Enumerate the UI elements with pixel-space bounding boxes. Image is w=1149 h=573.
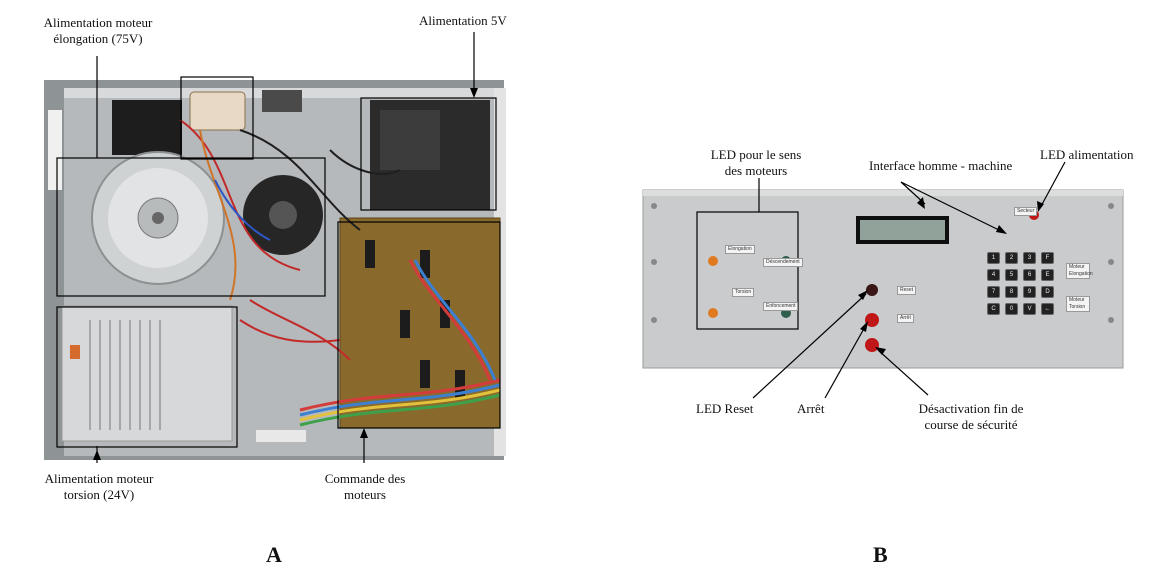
keypad-key[interactable]: 1	[987, 252, 1000, 264]
front-tag: Moteur Torsion	[1066, 296, 1090, 312]
keypad-key[interactable]: 3	[1023, 252, 1036, 264]
keypad-key[interactable]: 9	[1023, 286, 1036, 298]
label-line: Alimentation moteur	[44, 471, 154, 486]
keypad-key[interactable]: 6	[1023, 269, 1036, 281]
label-line: des moteurs	[724, 163, 788, 178]
label-commande-moteurs: Commande des moteurs	[320, 471, 410, 503]
keypad-key[interactable]: D	[1041, 286, 1054, 298]
label-line: torsion (24V)	[63, 487, 135, 502]
label-alimentation-elongation: Alimentation moteur élongation (75V)	[33, 15, 163, 47]
label-arret: Arrêt	[797, 401, 825, 416]
keypad-key[interactable]: E	[1041, 269, 1054, 281]
keypad-key[interactable]: ←	[1041, 303, 1054, 315]
front-tag: Déscendement	[763, 258, 803, 267]
front-tag: Arrêt	[897, 314, 914, 323]
keypad-key[interactable]: 0	[1005, 303, 1018, 315]
callout-lines-b	[752, 161, 1066, 399]
keypad-key[interactable]: 8	[1005, 286, 1018, 298]
panel-letter-a: A	[266, 542, 282, 567]
front-tag: Reset	[897, 286, 917, 295]
label-line: élongation (75V)	[53, 31, 143, 46]
label-alimentation-5v: Alimentation 5V	[419, 13, 507, 28]
keypad-key[interactable]: 2	[1005, 252, 1018, 264]
label-desactivation-fin-course: Désactivation fin de course de sécurité	[906, 401, 1036, 433]
label-line: moteurs	[344, 487, 386, 502]
front-tag: Elongation	[725, 245, 755, 254]
label-led-alimentation: LED alimentation	[1040, 147, 1134, 162]
label-line: Désactivation fin de	[918, 401, 1024, 416]
keypad-key[interactable]: V	[1023, 303, 1036, 315]
keypad-key[interactable]: 5	[1005, 269, 1018, 281]
keypad-key[interactable]: 7	[987, 286, 1000, 298]
label-line: LED pour le sens	[710, 147, 802, 162]
label-line: Alimentation moteur	[43, 15, 153, 30]
label-led-reset: LED Reset	[696, 401, 754, 416]
keypad-key[interactable]: 4	[987, 269, 1000, 281]
front-tag: Enfoncement	[763, 302, 799, 311]
label-interface-homme-machine: Interface homme - machine	[869, 158, 1013, 173]
front-tag: Moteur Elongation	[1066, 263, 1093, 279]
enclosure-photo-a	[44, 80, 506, 460]
highlight-boxes-a	[56, 76, 501, 448]
label-line: course de sécurité	[924, 417, 1018, 432]
label-alimentation-torsion: Alimentation moteur torsion (24V)	[34, 471, 164, 503]
label-line: Commande des	[324, 471, 406, 486]
arrowheads-a	[93, 88, 478, 460]
highlight-box-leds	[696, 211, 799, 330]
front-tag: Secteur	[1014, 207, 1038, 216]
arrowheads-b	[858, 197, 1044, 355]
keypad-key[interactable]: F	[1041, 252, 1054, 264]
label-led-sens-moteurs: LED pour le sens des moteurs	[696, 147, 816, 179]
front-tag: Torsion	[732, 288, 755, 297]
keypad: 1 2 3 F 4 5 6 E 7 8 9 D C 0 V ←	[983, 248, 1061, 322]
panel-letter-b: B	[873, 542, 888, 567]
keypad-key[interactable]: C	[987, 303, 1000, 315]
